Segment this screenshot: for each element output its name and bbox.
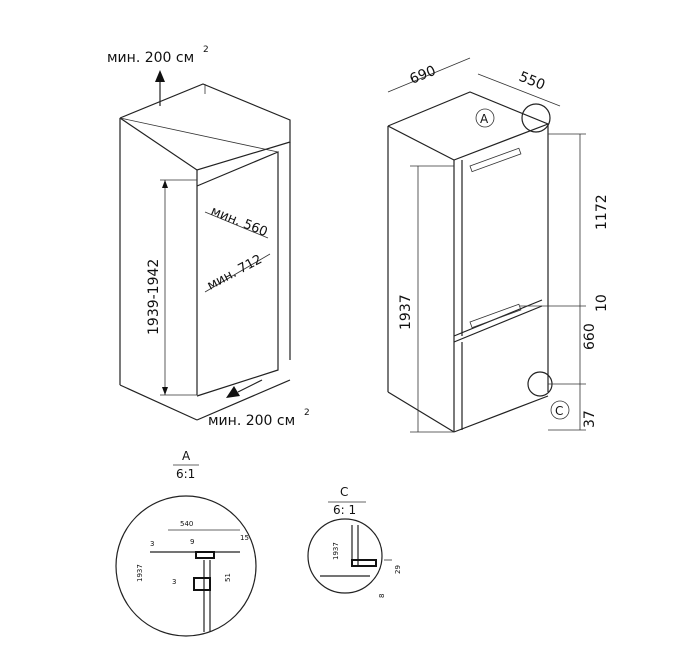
- fridge-drawing: 690 550 1172 10 660 1937 37 A C: [387, 57, 610, 433]
- niche-top-rear-line: [119, 117, 279, 153]
- callout-c-bubble: [550, 400, 570, 420]
- dim-690-line: [387, 57, 471, 93]
- dim-1172-label: 1172: [594, 194, 610, 230]
- niche-inner-opening: [196, 151, 279, 397]
- niche-bottom-front: [196, 379, 291, 421]
- detail-a-circle: [115, 495, 257, 637]
- detail-a-bracket: [193, 577, 211, 591]
- width-dim-line: [204, 253, 271, 293]
- detail-a-dim-1937-label: 1937: [136, 564, 144, 582]
- detail-a-dim-540-label: 540: [180, 520, 193, 528]
- detail-c-scale: 6: 1: [333, 503, 356, 517]
- detail-c-dim-1937-label: 1937: [332, 542, 340, 560]
- detail-c-circle: [307, 518, 383, 594]
- callout-a-circle: [521, 103, 551, 133]
- dim-550-label: 550: [517, 69, 548, 94]
- door-split-line-2: [453, 305, 543, 343]
- detail-a-dim-51-label: 51: [224, 573, 232, 582]
- vent-bottom-label: мин. 200 см: [208, 413, 295, 429]
- detail-a-dim-3a-label: 3: [150, 540, 154, 548]
- vent-bottom-arrow-shaft: [237, 379, 263, 393]
- height-range-label: 1939-1942: [146, 259, 162, 335]
- vent-bottom-superscript: 2: [304, 408, 310, 418]
- callout-a-bubble: [475, 108, 495, 128]
- middle-hinge: [469, 303, 522, 329]
- niche-drawing: мин. 200 см 2 мин. 200 см 2 мин. 560 мин…: [107, 45, 310, 429]
- detail-c-dim-8-label: 8: [378, 594, 386, 598]
- detail-c-dim-29-label: 29: [394, 565, 402, 574]
- width-min-label: мин. 712: [205, 252, 265, 293]
- detail-a-title: A: [182, 449, 191, 463]
- detail-a-hinge-block: [195, 551, 215, 559]
- upper-hinge: [469, 147, 522, 173]
- depth-dim-line: [204, 211, 269, 239]
- dim-550-line: [477, 73, 561, 107]
- detail-c-title: C: [340, 485, 348, 499]
- detail-c: C 6: 1 1937 29 8: [307, 485, 402, 598]
- detail-a-dim-3b-label: 3: [172, 578, 176, 586]
- callout-a-label: A: [480, 112, 489, 126]
- detail-a-dim-9-label: 9: [190, 538, 194, 546]
- vent-top-superscript: 2: [203, 45, 209, 55]
- detail-c-plinth-block: [351, 559, 377, 567]
- niche-bottom-left: [119, 384, 198, 421]
- dim-10-label: 10: [594, 294, 610, 312]
- height-dim-arrow-bottom: [162, 387, 168, 395]
- detail-a-scale: 6:1: [176, 467, 195, 481]
- dim-1937-label: 1937: [398, 294, 414, 330]
- vent-top-label: мин. 200 см: [107, 50, 194, 66]
- vent-top-arrow-head: [155, 70, 165, 82]
- vent-bottom-arrow-head: [226, 386, 240, 398]
- dim-690-label: 690: [408, 63, 439, 88]
- height-dim-arrow-top: [162, 180, 168, 188]
- detail-a-dim-15-label: 15: [240, 534, 249, 542]
- depth-min-label: мин. 560: [209, 204, 270, 240]
- dim-660-label: 660: [582, 323, 598, 350]
- fridge-bottom-front: [453, 395, 549, 433]
- callout-c-label: C: [555, 404, 563, 418]
- fridge-bottom-left: [387, 391, 455, 433]
- dim-37-label: 37: [582, 410, 598, 428]
- niche-top-face: [119, 83, 291, 171]
- detail-a: A 6:1 540 3 9 15 1937 3 51: [115, 449, 257, 637]
